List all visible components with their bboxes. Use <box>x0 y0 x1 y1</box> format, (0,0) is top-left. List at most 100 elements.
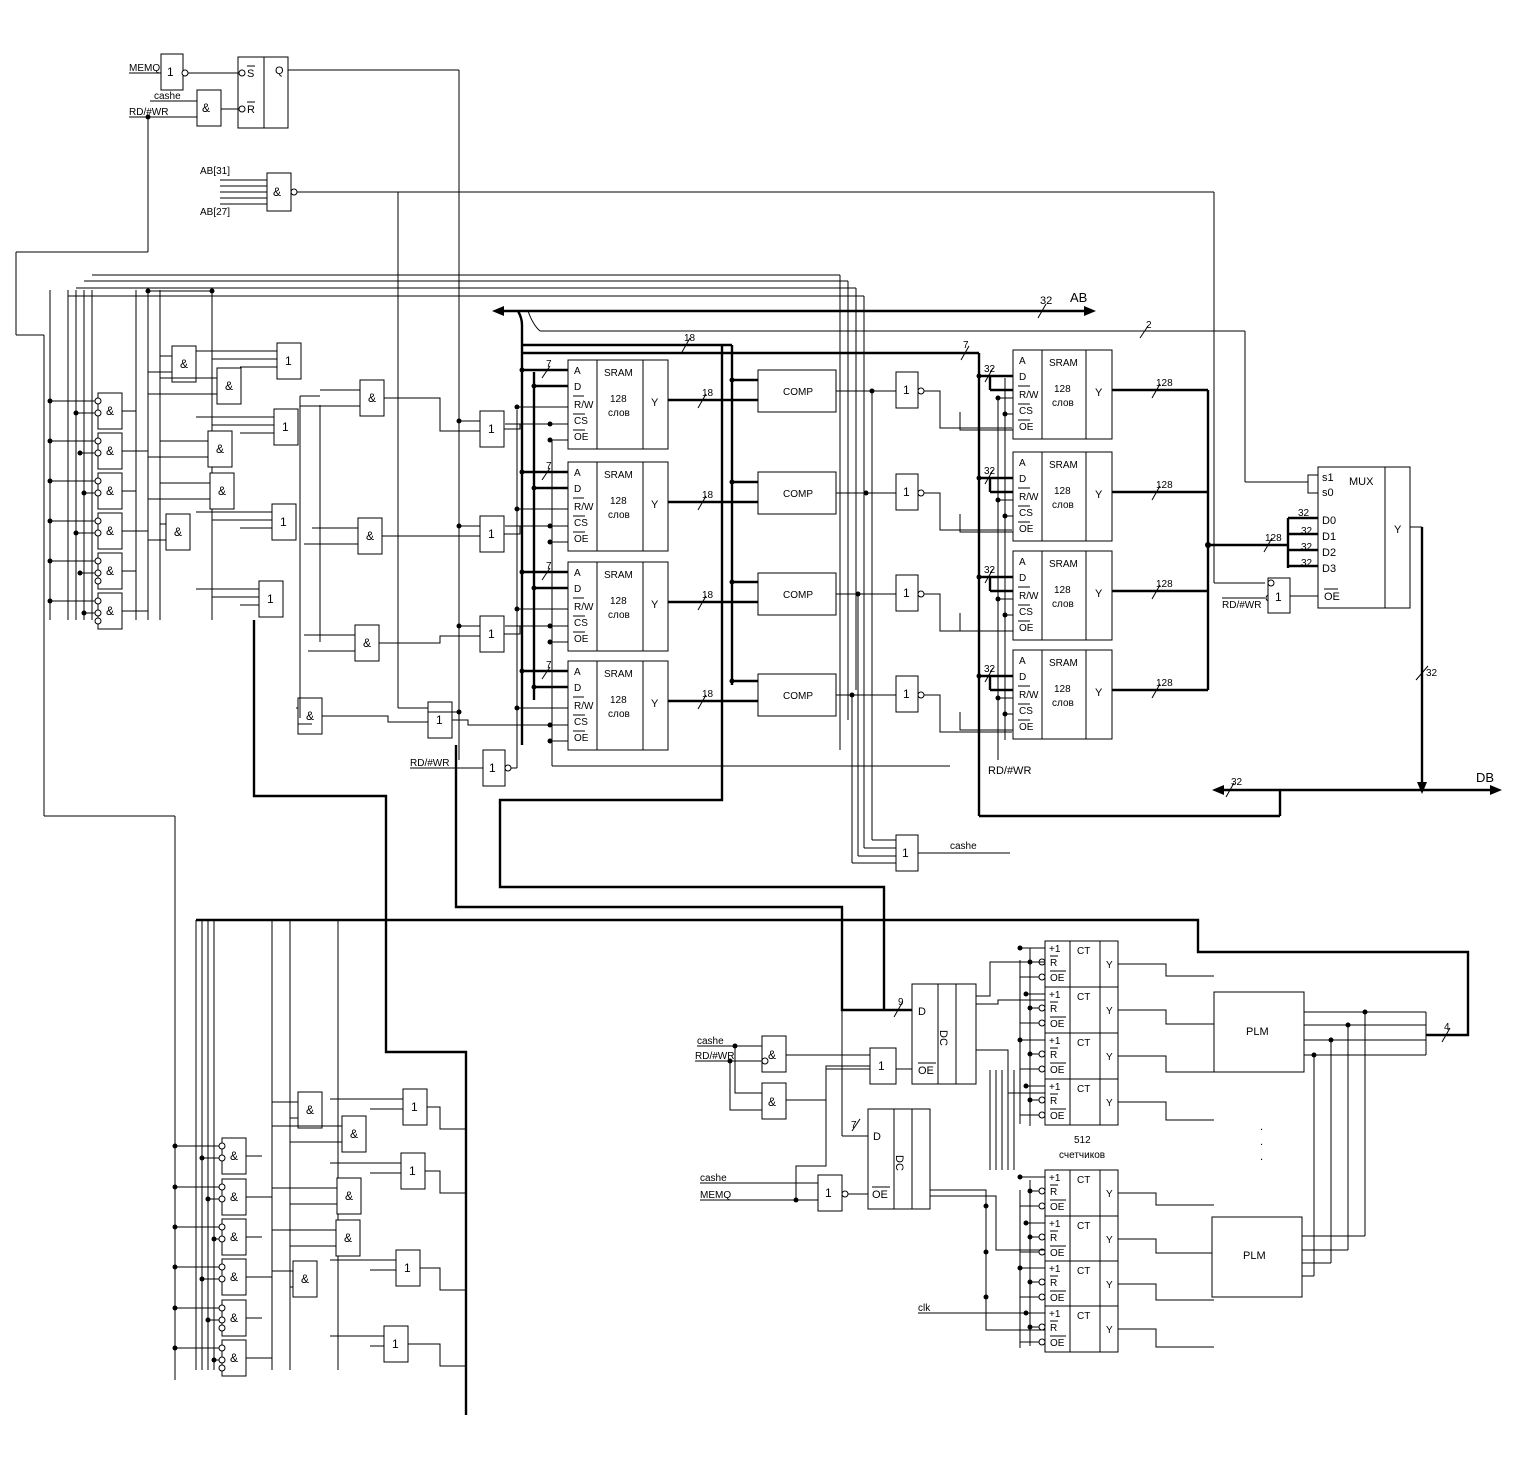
gate-symbol: & <box>230 1351 238 1365</box>
dc-in: D <box>873 1131 881 1143</box>
and-gate: & <box>221 1137 247 1175</box>
counter-bus-wiring: 9 4 <box>196 345 1470 1415</box>
and-gate: & <box>207 430 233 468</box>
comp-label: COMP <box>783 691 813 702</box>
mux-data-width: 128 <box>1265 533 1282 544</box>
and-gate <box>266 172 292 212</box>
ct-pin: +1 <box>1049 1309 1061 1320</box>
sram-output: Y <box>651 599 659 611</box>
gate-symbol: & <box>225 379 233 393</box>
sram-title: SRAM <box>604 570 633 581</box>
mux-lane-width: 32 <box>1301 542 1313 553</box>
sram-size: 128 <box>610 394 627 405</box>
gate-symbol: & <box>218 484 226 498</box>
and-gate: & <box>221 1218 247 1256</box>
gate-symbol: & <box>301 1272 309 1286</box>
bus-width: 128 <box>1156 579 1173 590</box>
bus-width: 32 <box>984 466 996 477</box>
sram-pin: OE <box>574 733 589 744</box>
sram-pin: A <box>574 468 581 479</box>
gate-symbol: 1 <box>878 1059 885 1073</box>
inverter-gate: 1 <box>895 574 919 612</box>
sram-size-unit: слов <box>1052 500 1074 511</box>
gate-symbol: 1 <box>903 586 910 600</box>
and-gate: & <box>221 1258 247 1296</box>
sram-pin: D <box>574 382 581 393</box>
sram-size-unit: слов <box>608 408 630 419</box>
ellipsis-dot: . <box>1260 1121 1263 1133</box>
sram-size-unit: слов <box>1052 599 1074 610</box>
and-gate: & <box>341 1115 367 1153</box>
sram-pin: R/W <box>574 602 594 613</box>
sram-pin: CS <box>1019 406 1033 417</box>
bus-width: 32 <box>984 565 996 576</box>
ct-label: CT <box>1077 1266 1090 1277</box>
sram-pin: D <box>1019 672 1026 683</box>
ct-output: Y <box>1106 1280 1113 1291</box>
gate-symbol: 1 <box>903 383 910 397</box>
sram-size: 128 <box>1054 486 1071 497</box>
and-gate <box>196 89 222 127</box>
gate-symbol: & <box>306 1103 314 1117</box>
gate-symbol: 1 <box>267 592 274 606</box>
gate-symbol: 1 <box>488 527 495 541</box>
gate-symbol: 1 <box>411 1100 418 1114</box>
or-gate: 1 <box>258 580 284 618</box>
sram-title: SRAM <box>1049 559 1078 570</box>
mux-in-d3: D3 <box>1322 563 1336 575</box>
ellipsis-dot: . <box>1260 1136 1263 1148</box>
plm-lower <box>1211 1216 1303 1298</box>
ct-output: Y <box>1106 1052 1113 1063</box>
sram-pin: OE <box>574 534 589 545</box>
or-gate: 1 <box>479 515 505 553</box>
cache-in-label: cashe <box>700 1173 727 1184</box>
comp-label: COMP <box>783 489 813 500</box>
sram-size: 128 <box>610 596 627 607</box>
and-gate: & <box>297 697 323 735</box>
gate-symbol: 1 <box>280 515 287 529</box>
sram-pin: D <box>1019 474 1026 485</box>
gate-symbol: & <box>106 524 114 538</box>
mux-block <box>1317 466 1411 609</box>
ab-bus-label: AB <box>1070 290 1087 305</box>
gate-symbol: 1 <box>488 422 495 436</box>
plm-section: PLM PLM <box>1211 991 1427 1298</box>
gate-symbol: & <box>216 442 224 456</box>
sram-pin: D <box>1019 573 1026 584</box>
ct-pin: R <box>1050 1096 1057 1107</box>
sram-pin: R/W <box>574 701 594 712</box>
sram-pin: OE <box>1019 422 1034 433</box>
dc-in: D <box>918 1006 926 1018</box>
counters-word: счетчиков <box>1059 1150 1105 1161</box>
gate-symbol: & <box>273 185 281 199</box>
gate-symbol: 1 <box>282 420 289 434</box>
and-gate: & <box>221 1178 247 1216</box>
trigger-r-pin: R <box>247 104 255 116</box>
dc-label: DC <box>937 1030 949 1046</box>
bus-width: 7 <box>546 561 552 572</box>
gate-symbol: 1 <box>285 354 292 368</box>
gate-symbol: & <box>230 1230 238 1244</box>
gate-symbol: & <box>768 1095 776 1109</box>
ct-output: Y <box>1106 1235 1113 1246</box>
sram-title: SRAM <box>1049 460 1078 471</box>
gate-symbol: 1 <box>488 627 495 641</box>
tag-rdwr-gate: RD/#WR 1 RD/#WR <box>410 398 1031 787</box>
or-gate <box>869 1047 897 1085</box>
trigger-q-pin: Q <box>275 65 284 77</box>
and-gate <box>761 1035 787 1073</box>
ct-pin: OE <box>1050 1202 1065 1213</box>
gate-symbol: 1 <box>436 713 443 727</box>
sram-pin: CS <box>1019 706 1033 717</box>
ct-pin: R <box>1050 1233 1057 1244</box>
and-gate: & <box>209 472 235 510</box>
